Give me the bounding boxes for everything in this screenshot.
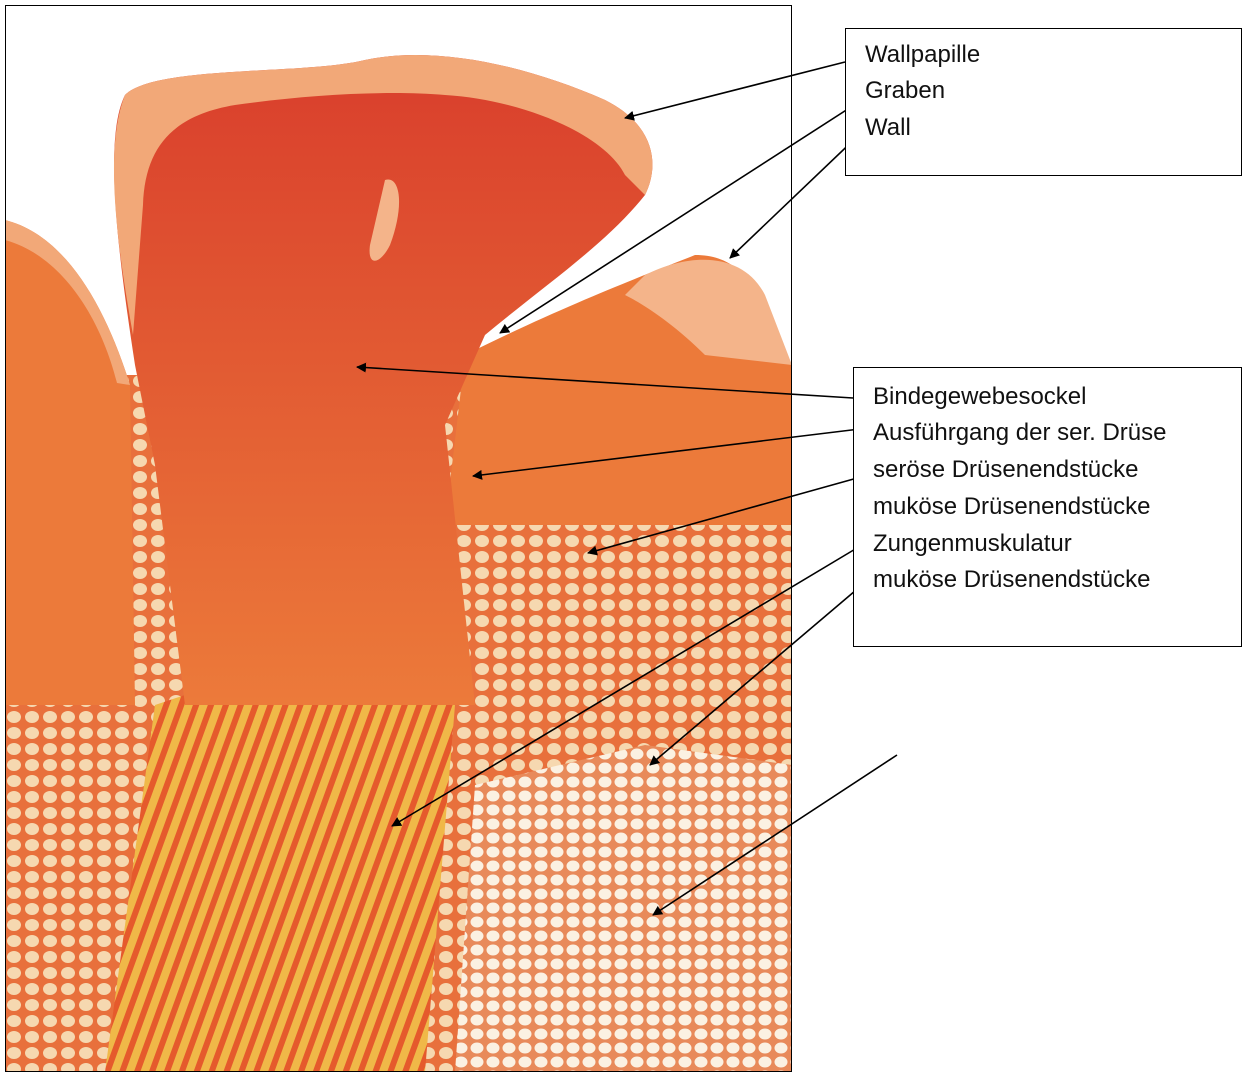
tongue-histology-image	[5, 5, 792, 1072]
label-bindegewebesockel: Bindegewebesockel	[873, 383, 1087, 410]
label-box-middle: Bindegewebesockel Ausführgang der ser. D…	[853, 367, 1242, 647]
label-wall: Wall	[865, 114, 911, 141]
label-zungenmuskulatur: Zungenmuskulatur	[873, 530, 1072, 557]
label-ausfuehrgang: Ausführgang der ser. Drüse	[873, 419, 1167, 446]
label-box-top: Wallpapille Graben Wall	[845, 28, 1242, 176]
label-mukoese-druesenendstuecke-1: muköse Drüsenendstücke	[873, 493, 1151, 520]
label-graben: Graben	[865, 77, 946, 104]
label-wallpapille: Wallpapille	[865, 41, 981, 68]
label-seroese-druesenendstuecke: seröse Drüsenendstücke	[873, 456, 1139, 483]
label-mukoese-druesenendstuecke-2: muköse Drüsenendstücke	[873, 566, 1151, 593]
